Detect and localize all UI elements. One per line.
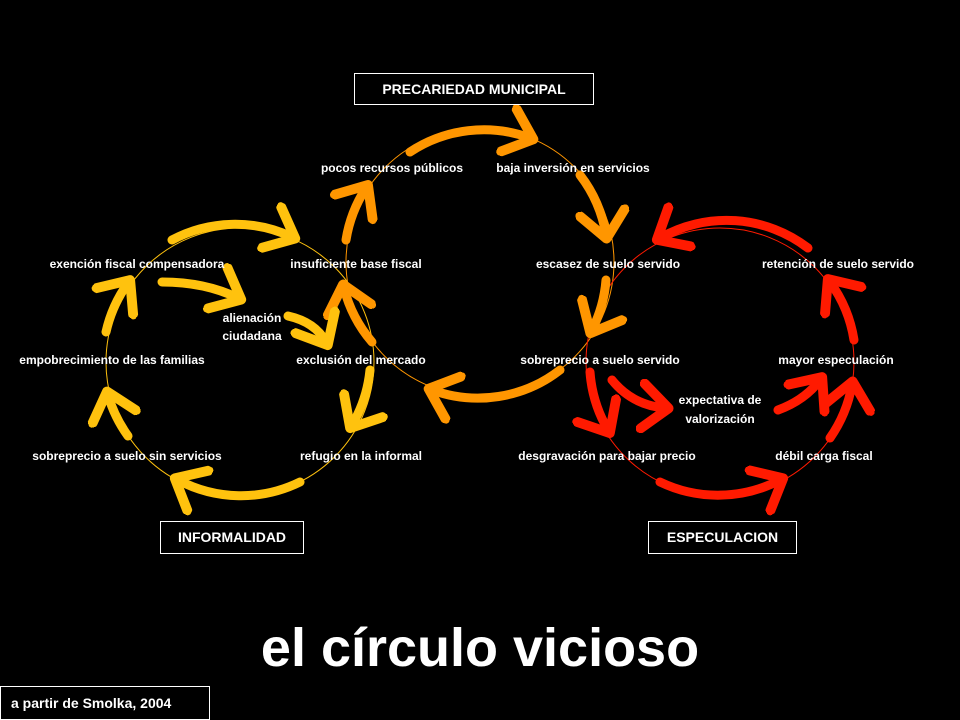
arrow-exencion-to-insuficiente [167,224,292,240]
arrow-debil-to-mayor [830,385,852,443]
informalidad-arrows [106,224,370,495]
especulacion-arrows [590,220,854,495]
cycle-label-precariedad: PRECARIEDAD MUNICIPAL [354,73,594,105]
page-title: el círculo vicioso [260,618,700,678]
arrow-retencion-to-escasez [660,220,813,253]
node-refugio-informal: refugio en la informal [300,449,422,463]
arrow-desgravacion-to-debil [655,480,780,495]
node-alienacion-line2: ciudadana [222,329,282,343]
arrow-refugio-to-sobreprecio [178,480,305,496]
node-exencion-fiscal: exención fiscal compensadora [50,257,225,271]
node-expectativa-line2: valorización [685,412,754,426]
arrow-escasez-to-sobreprecio [592,275,606,330]
arrow-expectativa-to-mayor [773,380,820,410]
arrow-mayor-to-retencion [830,282,854,345]
arrow-insuficiente-to-pocos [346,188,366,245]
arrow-pocos-to-baja [405,130,530,157]
node-empobrecimiento: empobrecimiento de las familias [19,353,205,367]
cycle-label-especulacion: ESPECULACION [648,521,797,554]
node-exclusion-mercado: exclusión del mercado [296,353,425,367]
node-insuficiente-base: insuficiente base fiscal [290,257,421,271]
node-baja-inversion: baja inversión en servicios [496,161,650,175]
node-debil-carga: débil carga fiscal [775,449,872,463]
node-sobreprecio-servido: sobreprecio a suelo servido [520,353,679,367]
arrow-exclusion-to-insuficiente [344,288,377,347]
arrow-sobreprecio-to-empobrecimiento [108,395,128,441]
arrow-alienacion-to-exclusion [283,316,326,342]
node-desgravacion: desgravación para bajar precio [518,449,695,463]
arrow-exencion-to-alienacion [157,282,238,298]
node-escasez-suelo: escasez de suelo servido [536,257,680,271]
node-pocos-recursos: pocos recursos públicos [321,161,463,175]
source-citation: a partir de Smolka, 2004 [0,686,210,720]
node-mayor-especulacion: mayor especulación [778,353,893,367]
arrow-sobreprecio-to-desgravacion [590,367,608,430]
node-alienacion-line1: alienación [223,311,282,325]
arrow-baja-to-escasez [580,170,606,235]
precariedad-arrows [344,130,606,398]
node-labels: pocos recursos públicos baja inversión e… [19,161,914,463]
arrow-exclusion-to-refugio [352,365,370,425]
arrow-sobreprecio-to-expectativa [607,375,665,408]
node-retencion-suelo: retención de suelo servido [762,257,914,271]
arrow-empobrecimiento-to-exencion [106,283,128,337]
node-expectativa-line1: expectativa de [679,393,762,407]
node-sobreprecio-sin-servicios: sobreprecio a suelo sin servicios [32,449,222,463]
cycle-label-informalidad: INFORMALIDAD [160,521,304,554]
arrow-sobreprecio-to-exclusion [432,365,565,398]
